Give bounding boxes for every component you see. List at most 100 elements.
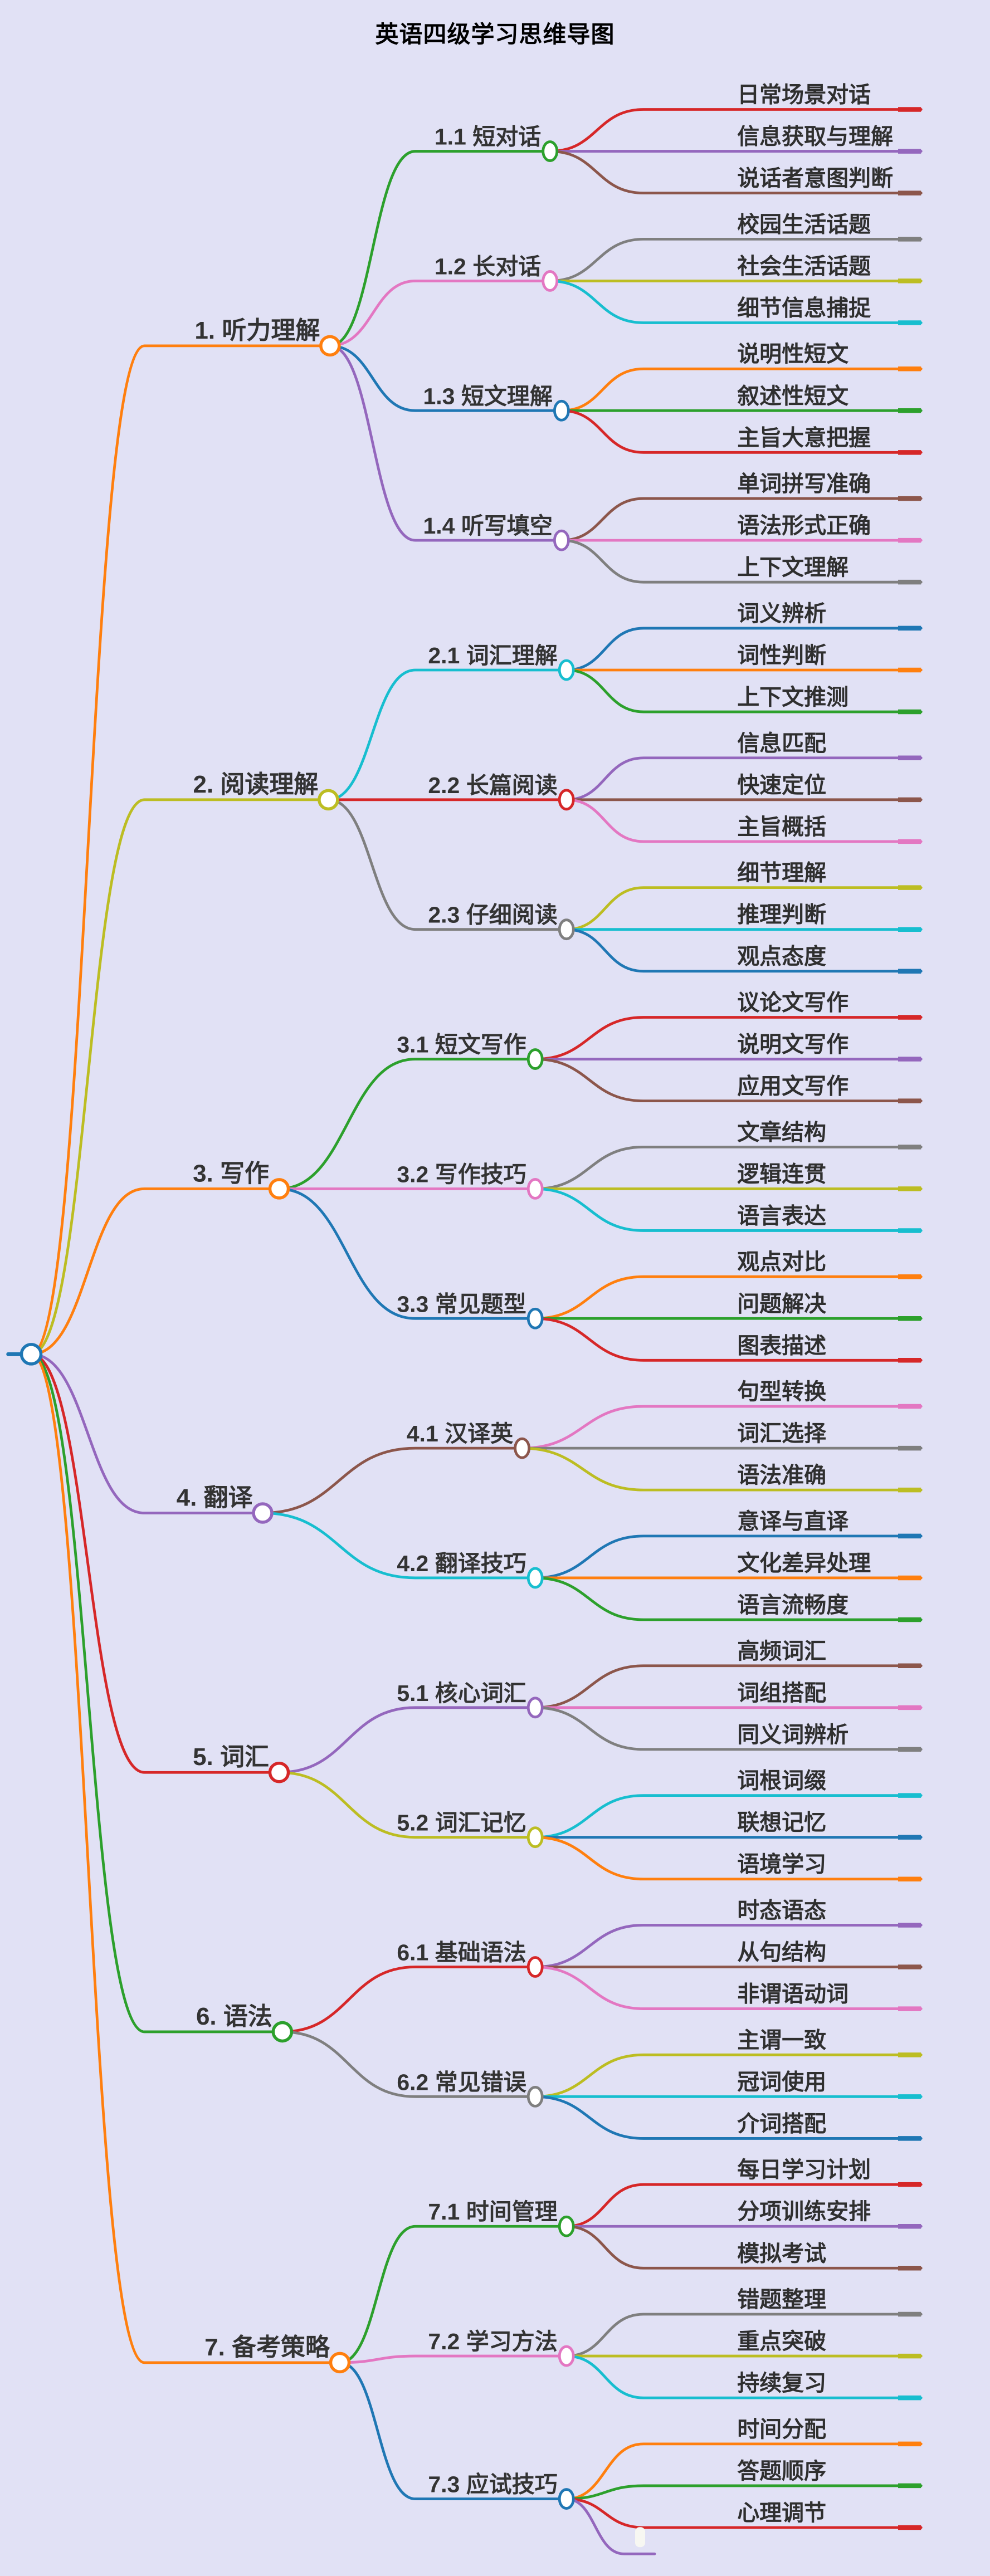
leaf-label: 从句结构 [737, 1940, 826, 1965]
leaf-label: 观点态度 [737, 945, 826, 969]
subbranch-node[interactable] [558, 2215, 575, 2237]
leaf-label: 词根词缀 [737, 1769, 826, 1793]
subbranch-node[interactable] [526, 2085, 544, 2108]
subbranch-label: 2.2 长篇阅读 [428, 773, 557, 798]
branch-label: 2. 阅读理解 [193, 771, 318, 798]
leaf-link [534, 1317, 923, 1362]
leaf-link [520, 1405, 923, 1450]
subbranch-node[interactable] [558, 789, 575, 811]
subbranch-node[interactable] [542, 140, 559, 162]
subbranch-label: 1.2 长对话 [435, 253, 541, 279]
branch-label: 3. 写作 [193, 1160, 269, 1187]
leaf-link [534, 1924, 923, 1968]
subbranch-label: 5.1 核心词汇 [397, 1680, 526, 1706]
branch-node[interactable] [252, 1502, 274, 1524]
subbranch-node[interactable] [558, 918, 575, 941]
leaf-label: 每日学习计划 [737, 2158, 871, 2182]
leaf-label: 上下文理解 [737, 555, 848, 580]
subbranch-node[interactable] [526, 1567, 544, 1589]
leaf-link [560, 367, 923, 412]
subbranch-link [277, 1058, 537, 1190]
leaf-label: 上下文推测 [737, 685, 848, 710]
subbranch-node[interactable] [553, 399, 570, 422]
leaf-link [534, 1275, 923, 1320]
subbranch-node[interactable] [558, 2345, 575, 2367]
subbranch-label: 3.2 写作技巧 [397, 1161, 526, 1187]
leaf-label: 介词搭配 [737, 2111, 826, 2136]
leaf-label: 信息获取与理解 [737, 125, 893, 149]
branch-node[interactable] [271, 2021, 294, 2043]
branch-label: 1. 听力理解 [194, 317, 320, 344]
leaf-link [534, 2095, 923, 2140]
subbranch-node[interactable] [514, 1437, 531, 1459]
branch-node[interactable] [319, 335, 341, 357]
subbranch-link [281, 2030, 537, 2098]
branch-label: 4. 翻译 [177, 1484, 253, 1512]
leaf-link [565, 756, 923, 801]
branch-link [30, 798, 330, 1356]
leaf-label: 非谓语动词 [737, 1982, 848, 2007]
leaf-link [565, 928, 923, 973]
leaf-label: 校园生活话题 [737, 212, 871, 237]
branch-node[interactable] [268, 1761, 290, 1783]
leaf-link [565, 2484, 923, 2500]
subbranch-link [338, 2354, 568, 2364]
leaf-link [534, 1836, 923, 1881]
leaf-link [565, 2442, 923, 2500]
leaf-label: 主谓一致 [737, 2028, 826, 2052]
leaf-label: 快速定位 [737, 773, 826, 798]
leaf-link [534, 1576, 923, 1621]
diagram-title: 英语四级学习思维导图 [375, 21, 615, 47]
leaf-label: 意译与直译 [737, 1509, 849, 1534]
leaf-label: 语法准确 [737, 1463, 826, 1488]
leaf-link [560, 539, 923, 584]
subbranch-node[interactable] [526, 1826, 544, 1849]
branch-link [30, 1352, 284, 2034]
leaf-link [534, 2053, 923, 2098]
leaf-label: 日常场景对话 [737, 83, 871, 107]
leaf-label: 答题顺序 [737, 2459, 826, 2484]
subbranch-node[interactable] [542, 270, 559, 292]
branch-node[interactable] [268, 1178, 290, 1200]
subbranch-node[interactable] [558, 2488, 575, 2510]
leaf-link [565, 2313, 923, 2358]
subbranch-label: 6.1 基础语法 [397, 1940, 526, 1966]
leaf-label: 语境学习 [737, 1852, 826, 1877]
subbranch-node[interactable] [526, 1956, 544, 1978]
subbranch-node[interactable] [558, 659, 575, 681]
nodes-layer [19, 140, 645, 2548]
root-node[interactable] [19, 1343, 43, 1366]
branch-node[interactable] [329, 2352, 351, 2374]
leaf-label: 观点对比 [737, 1250, 826, 1274]
leaf-label: 叙述性短文 [737, 384, 848, 408]
subbranch-node[interactable] [526, 1697, 544, 1719]
subbranch-node[interactable] [526, 1048, 544, 1070]
subbranch-node[interactable] [553, 529, 570, 551]
leaf-label: 词义辨析 [737, 602, 826, 626]
branch-label: 5. 词汇 [193, 1743, 269, 1771]
leaf-label: 说明文写作 [737, 1033, 848, 1057]
subbranch-node[interactable] [526, 1307, 544, 1329]
subbranch-label: 2.3 仔细阅读 [428, 902, 557, 928]
leaf-label: 心理调节 [737, 2501, 826, 2525]
branch-link [30, 1352, 264, 1514]
subbranch-label: 6.2 常见错误 [397, 2069, 526, 2095]
leaf-link [534, 1016, 923, 1060]
subbranch-label: 4.1 汉译英 [407, 1421, 514, 1446]
leaf-link [565, 668, 923, 713]
subbranch-link [328, 344, 563, 412]
subbranch-node[interactable] [526, 1177, 544, 1200]
leaf-link [534, 1187, 923, 1232]
branch-node[interactable] [318, 789, 339, 811]
leaf-link [534, 1058, 923, 1102]
leaf-label: 重点突破 [737, 2329, 826, 2354]
leaf-link [548, 150, 923, 195]
subbranch-link [261, 1512, 537, 1580]
links-layer [6, 107, 923, 2555]
leaf-link [534, 1664, 923, 1709]
leaf-label: 时态语态 [737, 1898, 826, 1923]
branch-link [30, 1352, 281, 1774]
subbranch-link [261, 1446, 524, 1514]
subbranch-link [277, 1706, 537, 1774]
leaf-link [534, 1534, 923, 1580]
